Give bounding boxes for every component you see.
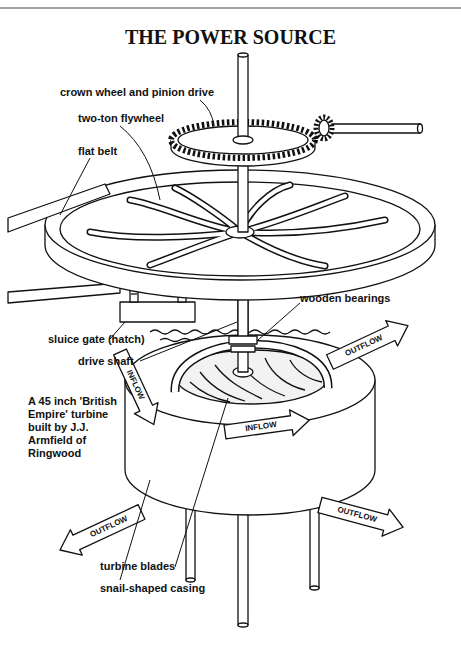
- flat-belt: [8, 283, 120, 303]
- leg-foot: [310, 586, 319, 590]
- flow-arrow: [223, 407, 311, 445]
- part-label: two-ton flywheel: [78, 112, 164, 125]
- pinion-face: [319, 120, 329, 136]
- flow-label: OUTFLOW: [344, 334, 384, 358]
- leader-line: [175, 398, 228, 567]
- leg-foot: [186, 578, 195, 582]
- shaft-end: [418, 124, 423, 133]
- part-label: sluice gate (hatch): [48, 333, 145, 346]
- flat-belt: [8, 184, 110, 232]
- turbine-blade: [265, 358, 305, 390]
- wooden-bearing: [231, 346, 255, 352]
- flow-label: OUTFLOW: [336, 506, 377, 524]
- part-label: crown wheel and pinion drive: [60, 86, 214, 99]
- sluice-gate: [120, 302, 195, 322]
- frame-line: [0, 8, 461, 9]
- flow-arrow: [324, 313, 414, 375]
- part-label: turbine blades: [100, 560, 175, 573]
- wooden-bearing: [229, 336, 257, 344]
- part-label: flat belt: [78, 145, 117, 158]
- part-label: drive shaft: [78, 355, 134, 368]
- flow-label: INFLOW: [244, 421, 276, 433]
- sluice-handle-mark: [131, 293, 137, 294]
- crown-wheel-hub: [233, 136, 253, 144]
- leader-line: [120, 126, 160, 200]
- guide-arch: [175, 344, 328, 392]
- leader-line: [200, 100, 214, 126]
- part-label: snail-shaped casing: [100, 582, 205, 595]
- casing-top: [125, 335, 375, 425]
- shaft-end: [238, 623, 248, 627]
- leader-line: [60, 158, 90, 215]
- pinion-gear: [316, 117, 332, 139]
- drive-shaft: [238, 55, 248, 140]
- flow-label: OUTFLOW: [89, 515, 129, 539]
- part-label: wooden bearings: [300, 292, 390, 305]
- guide-arch: [175, 344, 328, 392]
- flow-arrow: [54, 499, 147, 562]
- pinion-shaft: [328, 124, 420, 133]
- turbine-note: A 45 inch 'British Empire' turbine built…: [28, 395, 123, 460]
- leader-line: [258, 303, 300, 340]
- flow-label: INFLOW: [125, 369, 146, 401]
- shaft-end: [238, 53, 248, 57]
- leader-line: [140, 322, 237, 361]
- diagram-title: THE POWER SOURCE: [0, 26, 461, 49]
- flow-arrow: [316, 491, 406, 540]
